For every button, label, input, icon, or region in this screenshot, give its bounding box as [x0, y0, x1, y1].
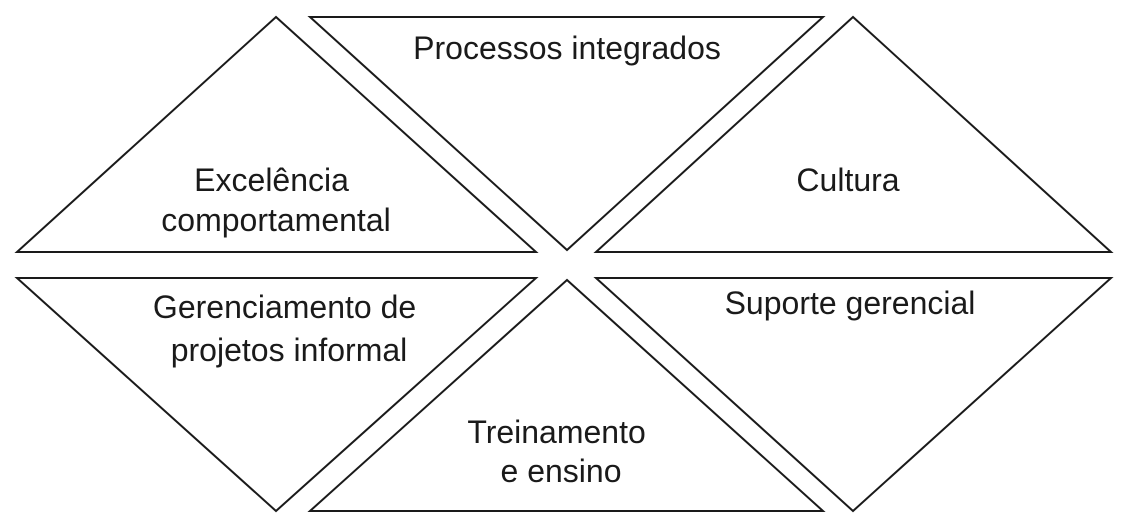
label-processos-integrados: Processos integrados	[413, 30, 721, 66]
label-cultura: Cultura	[796, 162, 899, 198]
label-line: Treinamento	[467, 414, 645, 450]
section-excelencia-comportamental: Excelência comportamental	[14, 15, 539, 253]
label-treinamento-ensino: Treinamento e ensino	[467, 414, 654, 489]
triangle-cultura	[593, 15, 1114, 253]
triangle-processos-integrados	[307, 16, 826, 252]
section-cultura: Cultura	[593, 15, 1114, 253]
label-line: comportamental	[161, 202, 390, 238]
label-line: Gerenciamento de	[153, 289, 416, 325]
section-suporte-gerencial: Suporte gerencial	[593, 277, 1114, 513]
label-line: Suporte gerencial	[725, 285, 976, 321]
section-treinamento-ensino: Treinamento e ensino	[307, 278, 826, 512]
triangle-gerenciamento-projetos-informal	[14, 277, 539, 513]
triangle-excelencia-comportamental	[14, 15, 539, 253]
label-gerenciamento-projetos-informal: Gerenciamento de projetos informal	[153, 289, 425, 368]
label-excelencia-comportamental: Excelência comportamental	[161, 162, 390, 238]
label-line: Excelência	[194, 162, 349, 198]
label-line: Cultura	[796, 162, 899, 198]
label-line: projetos informal	[171, 332, 408, 368]
triangle-treinamento-ensino	[307, 278, 826, 512]
label-line: e ensino	[501, 453, 622, 489]
section-gerenciamento-projetos-informal: Gerenciamento de projetos informal	[14, 277, 539, 513]
triangle-suporte-gerencial	[593, 277, 1114, 513]
section-processos-integrados: Processos integrados	[307, 16, 826, 252]
label-suporte-gerencial: Suporte gerencial	[725, 285, 976, 321]
label-line: Processos integrados	[413, 30, 721, 66]
